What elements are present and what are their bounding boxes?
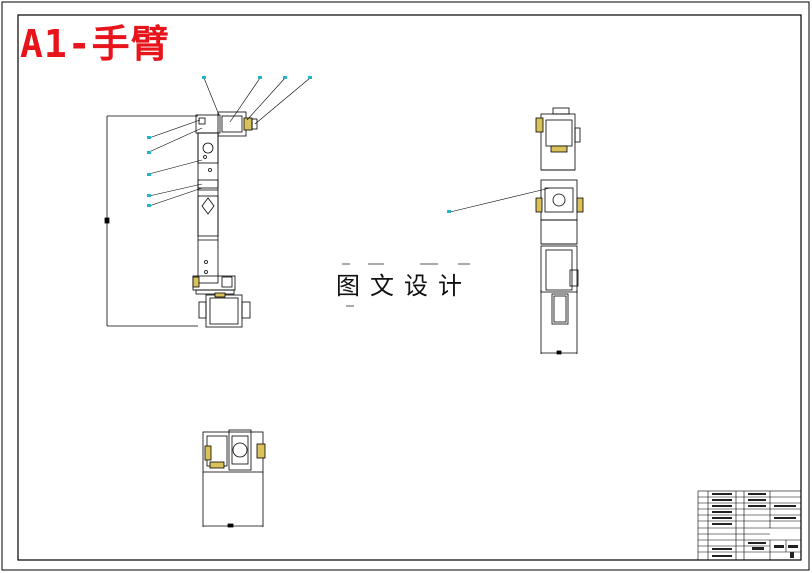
side-view xyxy=(535,107,584,355)
watermark-text: 图文设计 xyxy=(336,272,472,300)
side-view-leader xyxy=(447,187,551,213)
front-view xyxy=(104,111,258,328)
inner-frame xyxy=(17,14,802,561)
title-block xyxy=(697,490,802,561)
front-view-leader-dots xyxy=(147,76,312,207)
watermark-dashes xyxy=(342,263,470,307)
drawing-title: A1-手臂 xyxy=(20,22,170,66)
front-view-leaders xyxy=(148,77,311,207)
title-block-fills xyxy=(712,493,798,558)
top-view xyxy=(202,429,266,528)
